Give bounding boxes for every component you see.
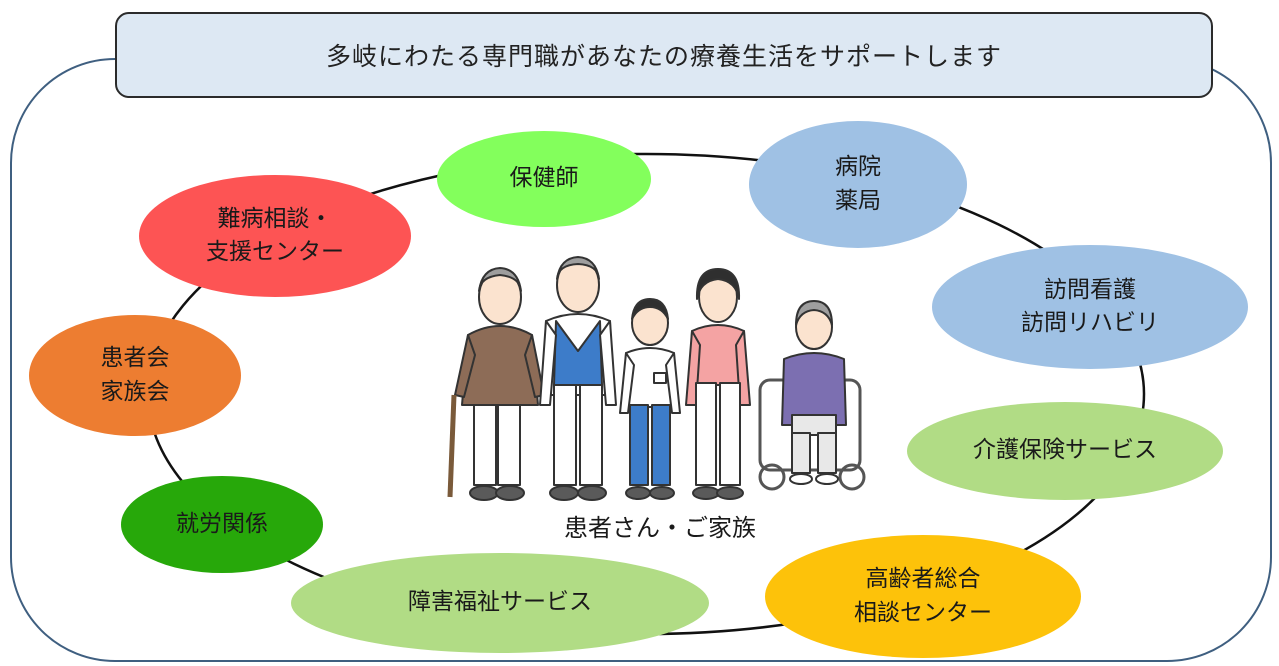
node-intractable-disease-center: 難病相談・ 支援センター [139, 175, 411, 297]
node-disability-welfare: 障害福祉サービス [291, 553, 709, 653]
child-figure [619, 298, 681, 500]
node-label: 保健師 [509, 165, 579, 192]
node-label: 障害福祉サービス [408, 589, 592, 616]
woman-figure [685, 268, 751, 500]
node-label: 介護保険サービス [973, 437, 1157, 464]
node-label: 訪問看護 訪問リハビリ [1021, 276, 1159, 336]
node-public-health-nurse: 保健師 [437, 131, 651, 227]
wheelchair-grandmother-figure [758, 300, 866, 491]
page-title-text: 多岐にわたる専門職があなたの療養生活をサポートします [325, 42, 1002, 71]
node-home-nursing-rehab: 訪問看護 訪問リハビリ [932, 245, 1248, 369]
grandfather-figure [447, 267, 545, 501]
node-label: 高齢者総合 相談センター [854, 566, 992, 626]
node-employment: 就労関係 [121, 476, 323, 573]
node-care-insurance: 介護保険サービス [907, 402, 1223, 500]
node-elderly-consultation: 高齢者総合 相談センター [765, 535, 1081, 658]
page-title: 多岐にわたる専門職があなたの療養生活をサポートします [115, 12, 1213, 98]
older-man-figure [539, 256, 617, 501]
node-label: 患者会 家族会 [100, 345, 170, 405]
family-illustration [447, 256, 866, 501]
node-label: 難病相談・ 支援センター [206, 205, 344, 265]
node-patient-family-association: 患者会 家族会 [29, 315, 241, 436]
node-hospital-pharmacy: 病院 薬局 [749, 121, 967, 248]
family-caption: 患者さん・ご家族 [564, 514, 756, 542]
node-label: 就労関係 [176, 510, 268, 537]
node-label: 病院 薬局 [835, 154, 881, 214]
